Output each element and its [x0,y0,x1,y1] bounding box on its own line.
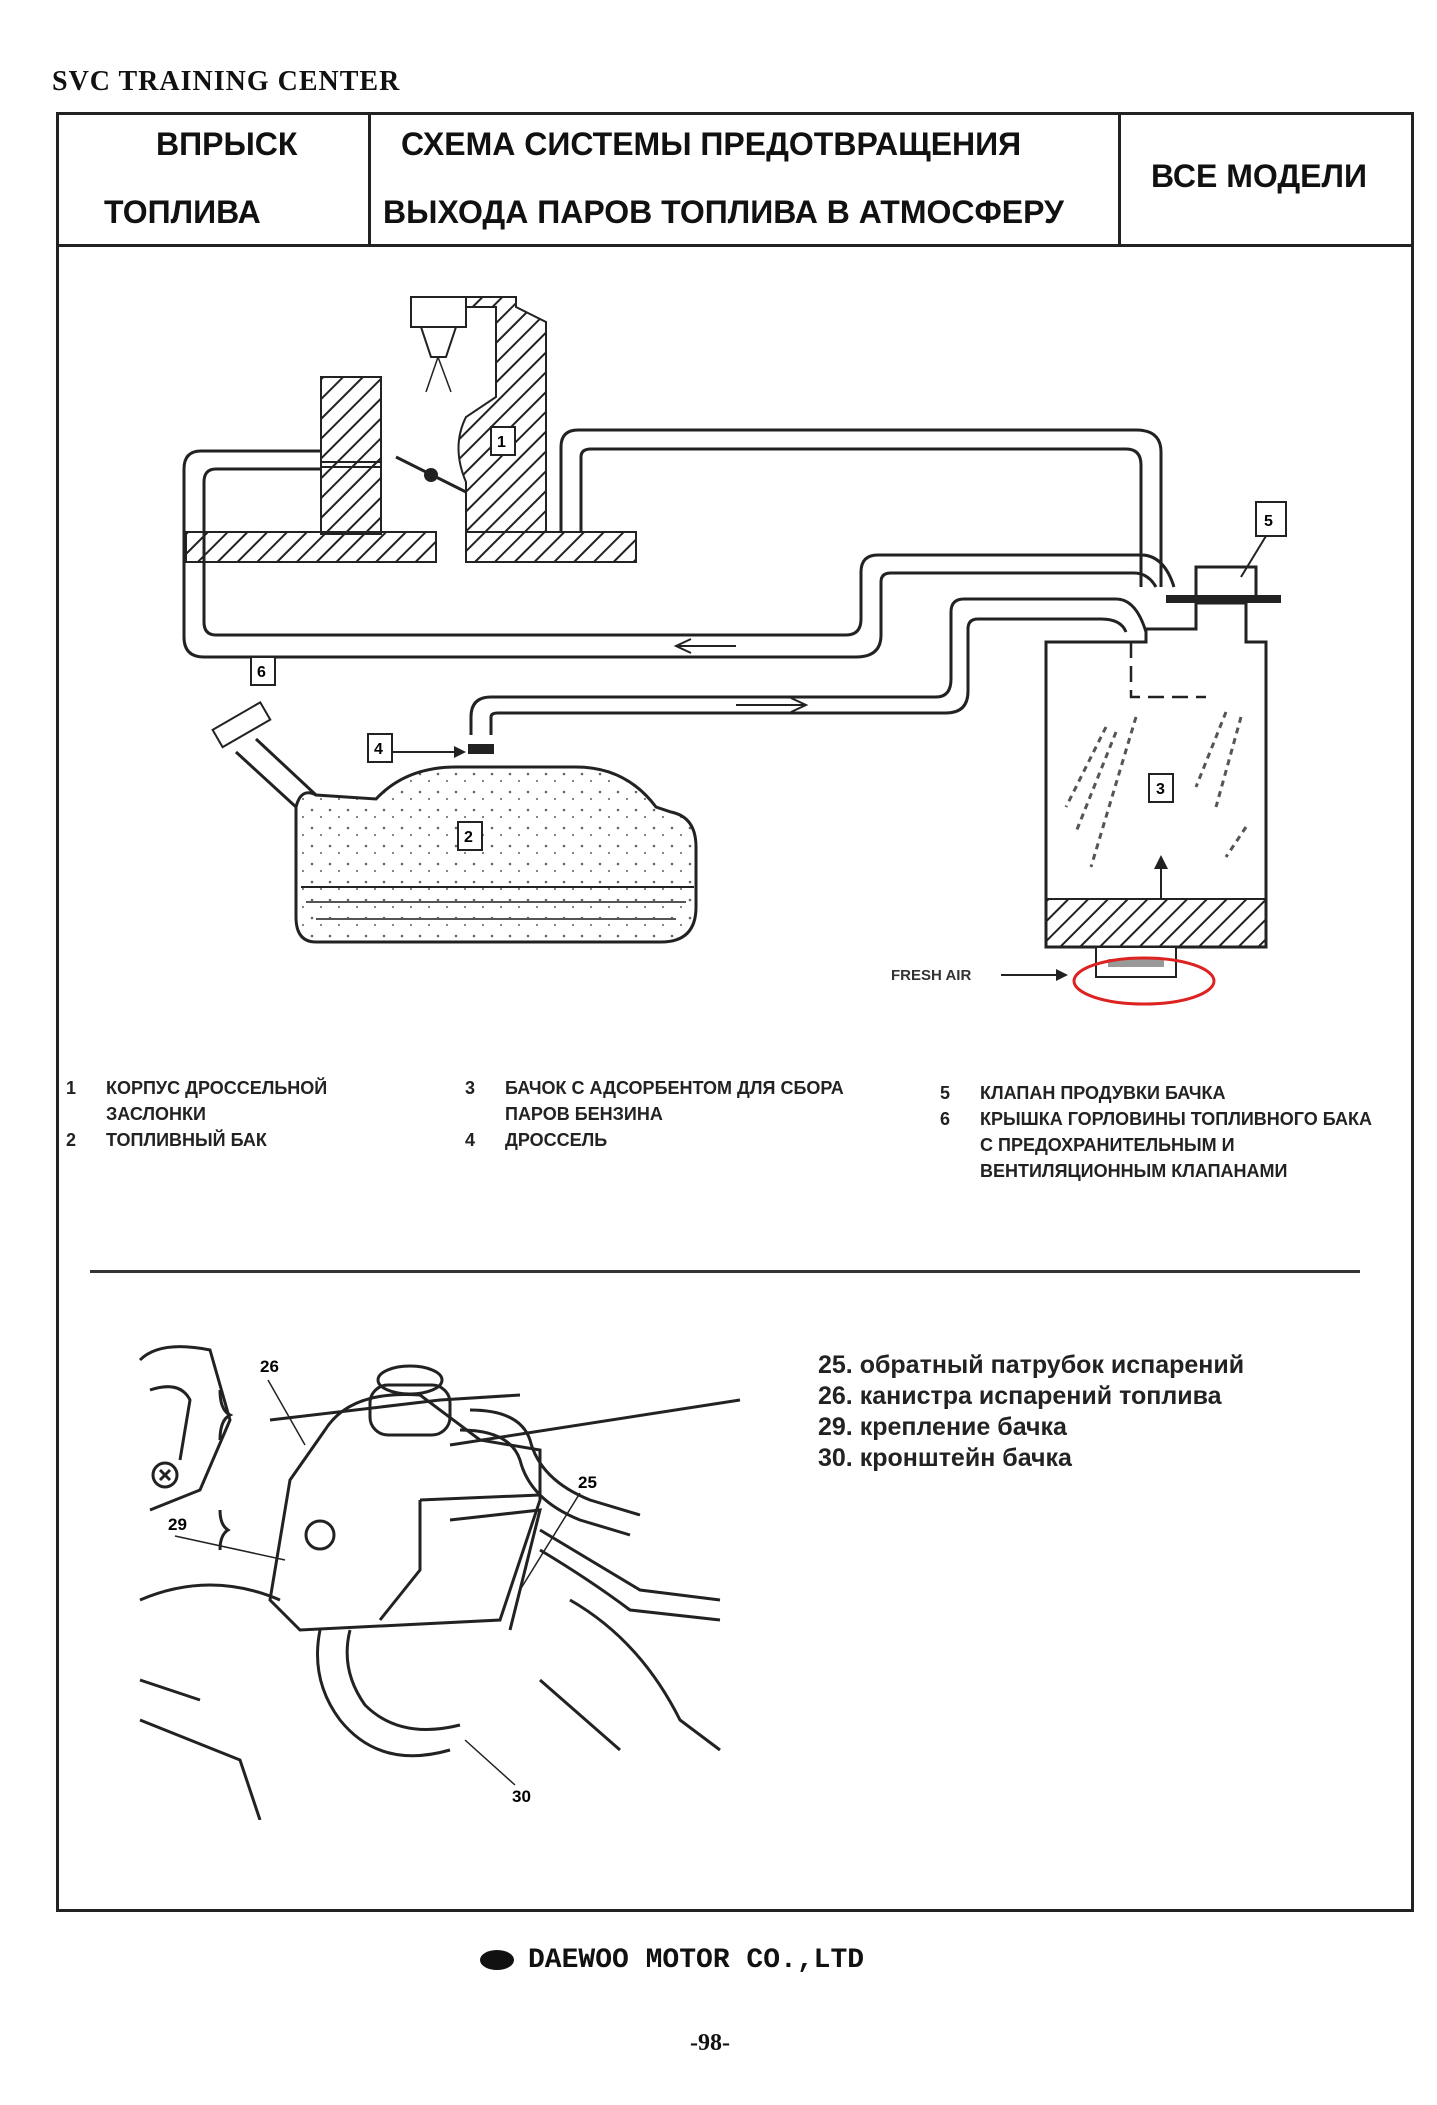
daewoo-logo-icon [480,1949,514,1970]
legend-item: 1 КОРПУС ДРОССЕЛЬНОЙ ЗАСЛОНКИ [66,1075,356,1127]
title-line1: СХЕМА СИСТЕМЫ ПРЕДОТВРАЩЕНИЯ [401,126,1022,162]
flow-arrows [673,638,809,713]
callout-4: 4 [374,741,383,758]
legend-text: КОРПУС ДРОССЕЛЬНОЙ ЗАСЛОНКИ [106,1078,328,1124]
legend-num: 4 [465,1130,476,1150]
label-25: 25 [578,1473,597,1492]
label-26: 26 [260,1357,279,1376]
legend-num: 6 [940,1109,951,1129]
vacuum-lines [182,428,1176,735]
section-line2: ТОПЛИВА [104,194,261,230]
company-name: DAEWOO MOTOR CO.,LTD [528,1945,865,1976]
legend-text: ДРОССЕЛЬ [505,1130,608,1150]
page-number: -98- [690,2030,730,2056]
callout-3: 3 [1156,781,1165,798]
training-center-label: SVC TRAINING CENTER [52,66,401,97]
footer: DAEWOO MOTOR CO.,LTD [480,1945,864,1976]
section-line1: ВПРЫСК [156,126,298,162]
legend-item: 3 БАЧОК С АДСОРБЕНТОМ ДЛЯ СБОРА ПАРОВ БЕН… [465,1075,885,1127]
legend-num: 1 [66,1078,77,1098]
models-cell: ВСЕ МОДЕЛИ [1121,112,1411,244]
callout-5: 5 [1264,513,1273,530]
page-frame [56,112,1414,1912]
evap-system-diagram: 1 5 3 FRESH AIR [182,296,1287,1006]
callout-1: 1 [497,434,506,451]
parts-item: 30. кронштейн бачка [818,1444,1072,1472]
legend-text: КРЫШКА ГОРЛОВИНЫ ТОПЛИВНОГО БАКА С ПРЕДО… [980,1109,1372,1181]
models-label: ВСЕ МОДЕЛИ [1151,158,1367,194]
legend-item: 5 КЛАПАН ПРОДУВКИ БАЧКА [940,1080,1380,1106]
fresh-air-label: FRESH AIR [891,967,971,984]
legend-text: БАЧОК С АДСОРБЕНТОМ ДЛЯ СБОРА ПАРОВ БЕНЗ… [505,1078,844,1124]
legend-text: ТОПЛИВНЫЙ БАК [106,1130,267,1150]
throttle-body: 1 [185,296,637,563]
parts-item: 26. канистра испарений топлива [818,1382,1222,1410]
legend-col-2: 3 БАЧОК С АДСОРБЕНТОМ ДЛЯ СБОРА ПАРОВ БЕН… [465,1075,885,1153]
callout-6: 6 [257,664,266,681]
label-29: 29 [168,1515,187,1534]
legend-col-1: 1 КОРПУС ДРОССЕЛЬНОЙ ЗАСЛОНКИ 2 ТОПЛИВНЫЙ … [66,1075,356,1153]
canister-installation-illustration: 26 29 25 30 [138,1345,741,1820]
header-table: ВПРЫСК ТОПЛИВА СХЕМА СИСТЕМЫ ПРЕДОТВРАЩЕ… [56,112,1414,247]
legend-item: 2 ТОПЛИВНЫЙ БАК [66,1127,356,1153]
legend-item: 4 ДРОССЕЛЬ [465,1127,885,1153]
fresh-air-highlight [1072,956,1216,1006]
callout-2: 2 [464,829,473,846]
legend-text: КЛАПАН ПРОДУВКИ БАЧКА [980,1083,1226,1103]
parts-list: 25. обратный патрубок испарений 26. кани… [818,1350,1244,1474]
fuel-tank: 6 2 4 [211,656,698,944]
title-cell: СХЕМА СИСТЕМЫ ПРЕДОТВРАЩЕНИЯ ВЫХОДА ПАРО… [371,112,1121,244]
title-line2: ВЫХОДА ПАРОВ ТОПЛИВА В АТМОСФЕРУ [383,194,1064,230]
section-divider [90,1270,1360,1273]
charcoal-canister: 3 FRESH AIR [891,601,1268,1006]
parts-item: 25. обратный патрубок испарений [818,1351,1245,1379]
legend-item: 6 КРЫШКА ГОРЛОВИНЫ ТОПЛИВНОГО БАКА С ПРЕД… [940,1106,1380,1184]
legend-num: 5 [940,1083,951,1103]
purge-valve: 5 [1166,501,1287,603]
label-30: 30 [512,1787,531,1806]
legend-num: 3 [465,1078,476,1098]
legend-num: 2 [66,1130,77,1150]
legend-col-3: 5 КЛАПАН ПРОДУВКИ БАЧКА 6 КРЫШКА ГОРЛОВИНЫ… [940,1080,1380,1184]
section-cell: ВПРЫСК ТОПЛИВА [56,112,371,244]
parts-item: 29. крепление бачка [818,1413,1067,1441]
